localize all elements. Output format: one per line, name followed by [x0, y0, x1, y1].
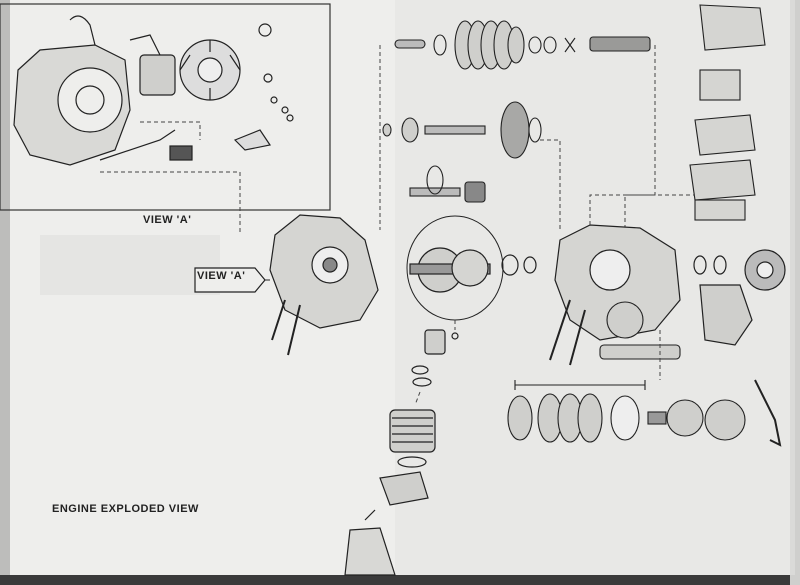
- crankshaft-flywheel: [406, 215, 537, 321]
- crankcase-left-half: [269, 214, 379, 356]
- clutch-assembly: [507, 301, 746, 443]
- view-a-arrow: [194, 267, 266, 293]
- clutch-plate-stack: [394, 20, 651, 70]
- kickstart-lever: [99, 23, 294, 161]
- view-a-pointer-label: VIEW 'A': [197, 270, 246, 282]
- cylinder-head: [364, 471, 429, 521]
- view-a-inset-frame: [0, 3, 331, 211]
- view-a-caption: VIEW 'A': [143, 214, 192, 226]
- crankcase-right-half: [549, 224, 727, 366]
- piston: [411, 329, 459, 387]
- flywheel-magneto-assembly: [13, 15, 241, 166]
- layshaft: [382, 101, 542, 159]
- right-engine-parts: [689, 4, 766, 221]
- gear-cluster: [409, 165, 486, 203]
- diagram-title: ENGINE EXPLODED VIEW: [52, 503, 199, 515]
- cylinder-barrel: [389, 409, 436, 468]
- clutch-cover: [699, 249, 786, 447]
- carburettor: [344, 527, 396, 576]
